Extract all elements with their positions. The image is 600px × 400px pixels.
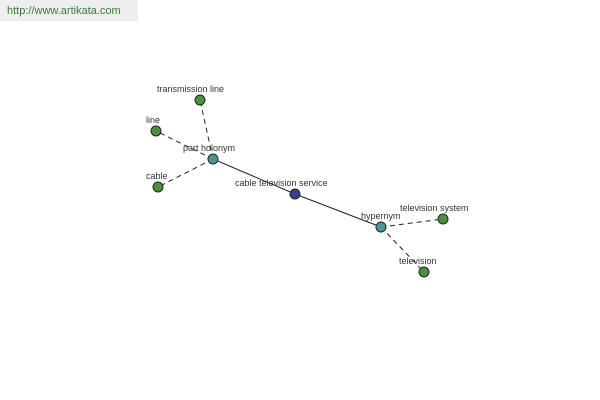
- node-hypernym[interactable]: [375, 221, 387, 233]
- node-label-hypernym[interactable]: hypernym: [361, 211, 401, 221]
- edge-hypernym-to-television: [380, 226, 425, 273]
- node-part-holonym[interactable]: [207, 153, 219, 165]
- node-label-cable[interactable]: cable: [146, 171, 168, 181]
- edge-part-holonym-to-line: [155, 130, 214, 160]
- node-label-part-holonym[interactable]: part holonym: [183, 143, 235, 153]
- edge-center-to-hypernym: [294, 193, 382, 228]
- node-label-television[interactable]: television: [399, 256, 437, 266]
- node-layer: [150, 94, 449, 278]
- node-label-line[interactable]: line: [146, 115, 160, 125]
- node-television[interactable]: [418, 266, 430, 278]
- edge-hypernym-to-television-system: [380, 218, 444, 228]
- node-television-system[interactable]: [437, 213, 449, 225]
- site-banner: http://www.artikata.com: [0, 0, 138, 21]
- edge-part-holonym-to-center: [212, 158, 296, 195]
- node-label-center[interactable]: cable television service: [235, 178, 328, 188]
- edge-part-holonym-to-cable: [157, 158, 214, 188]
- node-cable[interactable]: [152, 181, 164, 193]
- node-line[interactable]: [150, 125, 162, 137]
- node-transmission-line[interactable]: [194, 94, 206, 106]
- label-layer: cable television service part holonym hype…: [146, 84, 469, 266]
- node-label-television-system[interactable]: television system: [400, 203, 469, 213]
- node-center[interactable]: [289, 188, 301, 200]
- edge-layer: [155, 99, 444, 273]
- edge-part-holonym-to-transmission-line: [199, 99, 214, 160]
- site-link[interactable]: http://www.artikata.com: [7, 4, 121, 17]
- node-label-transmission-line[interactable]: transmission line: [157, 84, 224, 94]
